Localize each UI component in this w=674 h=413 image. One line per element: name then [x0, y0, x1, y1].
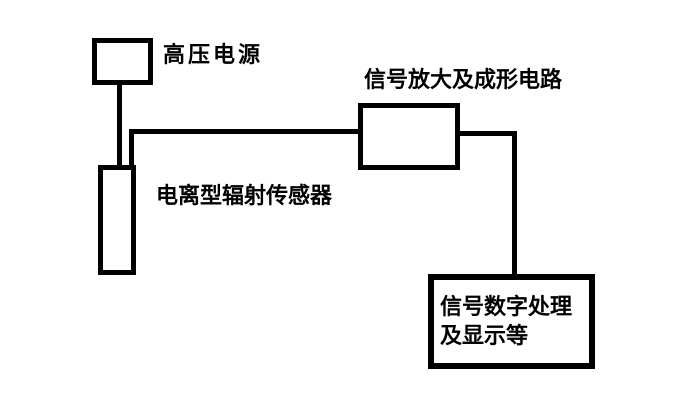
radiation-sensor-label: 电离型辐射传感器: [156, 183, 333, 208]
wire-sensor-to-amplifier: [129, 129, 358, 134]
wire-amplifier-to-processor: [512, 131, 517, 274]
wire-sensor-up-segment: [129, 129, 134, 166]
signal-processor-label: 信号数字处理 及显示等: [440, 292, 572, 350]
wire-amplifier-out: [460, 131, 517, 136]
signal-processor-box: [428, 274, 595, 369]
power-supply-box: [92, 38, 153, 85]
signal-processor-label-line2: 及显示等: [440, 323, 529, 348]
radiation-sensor-box: [98, 165, 136, 275]
signal-amplifier-box: [358, 103, 460, 170]
signal-processor-label-line1: 信号数字处理: [440, 294, 573, 319]
wire-power-to-sensor: [117, 84, 122, 166]
power-supply-label: 高压电源: [163, 42, 264, 67]
signal-amplifier-label: 信号放大及成形电路: [364, 67, 563, 92]
